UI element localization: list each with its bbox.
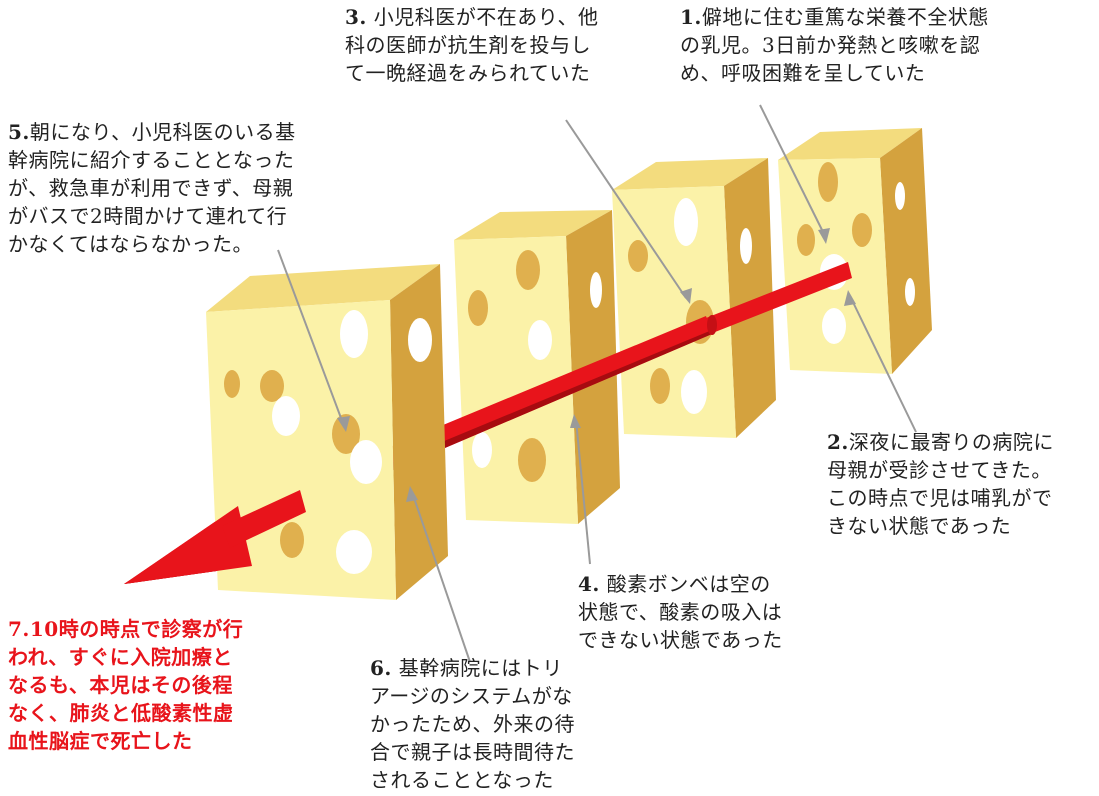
hole <box>272 396 300 436</box>
hole <box>852 213 872 247</box>
note-line: かったため、外来の待 <box>370 712 575 736</box>
note-line: 合で親子は長時間待た <box>370 740 575 764</box>
note-number: 3. <box>345 5 367 29</box>
note-line: かなくてはならなかった。 <box>8 232 253 256</box>
note-line: 基幹病院にはトリ <box>398 656 563 680</box>
slice-top <box>454 210 612 240</box>
arrow-shaft-end <box>707 315 717 335</box>
hole <box>797 224 815 256</box>
note-number: 6. <box>370 656 392 680</box>
note-3: 3. 小児科医が不在あり、他 科の医師が抗生剤を投与し て一晩経過をみられていた <box>345 3 598 87</box>
note-line: て一晩経過をみられていた <box>345 61 591 85</box>
note-line: 状態で、酸素の吸入は <box>578 600 783 624</box>
hole <box>350 440 382 484</box>
hole <box>740 228 752 264</box>
slice-side <box>724 158 776 438</box>
note-4: 4. 酸素ボンベは空の 状態で、酸素の吸入は できない状態であった <box>578 570 783 654</box>
note-line: なく、肺炎と低酸素性虚 <box>8 701 234 725</box>
note-line: 僻地に住む重篤な栄養不全状態 <box>701 5 989 29</box>
hole <box>895 182 905 210</box>
note-number: 2. <box>827 430 849 454</box>
note-line: 10時の時点で診察が行 <box>29 617 244 641</box>
note-6: 6. 基幹病院にはトリ アージのシステムがな かったため、外来の待 合で親子は長… <box>370 654 575 794</box>
note-line: きない状態であった <box>827 514 1012 538</box>
note-number: 1. <box>680 5 702 29</box>
slice-top <box>778 128 922 160</box>
note-line: なるも、本児はその後程 <box>8 673 233 697</box>
note-line: この時点で児は哺乳がで <box>827 486 1053 510</box>
hole <box>336 530 372 574</box>
hole <box>472 432 492 468</box>
note-line: われ、すぐに入院加療と <box>8 645 233 669</box>
leader-lines <box>277 104 917 663</box>
leader-arrowhead <box>844 290 856 306</box>
leader-arrowhead <box>680 288 692 304</box>
note-line: アージのシステムがな <box>370 684 573 708</box>
note-line: 科の医師が抗生剤を投与し <box>345 33 591 57</box>
cheese-slice-4 <box>778 128 932 374</box>
note-1: 1.僻地に住む重篤な栄養不全状態 の乳児。3日前か発熱と咳嗽を認 め、呼吸困難を… <box>680 3 989 87</box>
slice-side <box>390 264 448 600</box>
note-2: 2.深夜に最寄りの病院に 母親が受診させてきた。 この時点で児は哺乳がで きない… <box>827 428 1054 540</box>
hole <box>340 310 368 358</box>
hole <box>674 198 698 246</box>
cheese-slice-3 <box>612 158 776 438</box>
leader-arrowhead <box>818 228 830 244</box>
hole <box>260 370 284 402</box>
note-line: め、呼吸困難を呈していた <box>680 61 926 85</box>
note-line: 小児科医が不在あり、他 <box>373 5 599 29</box>
note-line: 血性脳症で死亡した <box>8 729 193 753</box>
leader-line-1 <box>759 104 827 239</box>
hole <box>224 370 240 398</box>
note-5: 5.朝になり、小児科医のいる基 幹病院に紹介することとなった が、救急車が利用で… <box>8 118 296 258</box>
hole <box>468 290 488 326</box>
note-number: 4. <box>578 572 600 596</box>
note-line: 酸素ボンベは空の <box>606 572 771 596</box>
note-line: 朝になり、小児科医のいる基 <box>29 120 296 144</box>
red-arrow-front <box>124 490 306 584</box>
note-line: 深夜に最寄りの病院に <box>848 430 1054 454</box>
leader-line-2 <box>849 295 917 433</box>
hole <box>408 318 432 362</box>
leader-line-4 <box>575 419 591 565</box>
hole <box>528 320 552 360</box>
leader-arrowhead <box>570 414 581 428</box>
note-line: できない状態であった <box>578 628 783 652</box>
hole <box>516 250 540 290</box>
hole <box>818 162 838 202</box>
note-line: 幹病院に紹介することとなった <box>8 148 295 172</box>
note-line: 母親が受診させてきた。 <box>827 458 1052 482</box>
hole <box>681 370 707 414</box>
note-7-outcome: 7.10時の時点で診察が行 われ、すぐに入院加療と なるも、本児はその後程 なく… <box>8 615 243 755</box>
note-line: の乳児。3日前か発熱と咳嗽を認 <box>680 33 981 57</box>
slice-side <box>880 128 932 374</box>
note-line: されることとなった <box>370 768 554 792</box>
arrow-shaft-shadow <box>384 330 712 474</box>
note-line: がバスで2時間かけて連れて行 <box>8 204 288 228</box>
leader-line-6 <box>411 491 471 663</box>
hole <box>905 278 915 306</box>
hole <box>518 438 546 482</box>
note-number: 7. <box>8 617 30 641</box>
leader-arrowhead <box>337 416 350 432</box>
slice-top <box>612 158 768 190</box>
leader-arrowhead <box>406 486 418 502</box>
hole <box>590 272 602 308</box>
hole <box>650 368 670 404</box>
slice-front <box>612 186 736 438</box>
hole <box>628 240 648 272</box>
hole <box>332 414 360 454</box>
note-number: 5. <box>8 120 30 144</box>
arrow-shaft-back <box>706 262 852 334</box>
leader-line-5 <box>277 249 345 427</box>
hole <box>822 308 846 344</box>
note-line: が、救急車が利用できず、母親 <box>8 176 294 200</box>
slice-top <box>206 264 440 312</box>
leader-line-3 <box>565 119 687 299</box>
hole <box>280 522 304 558</box>
